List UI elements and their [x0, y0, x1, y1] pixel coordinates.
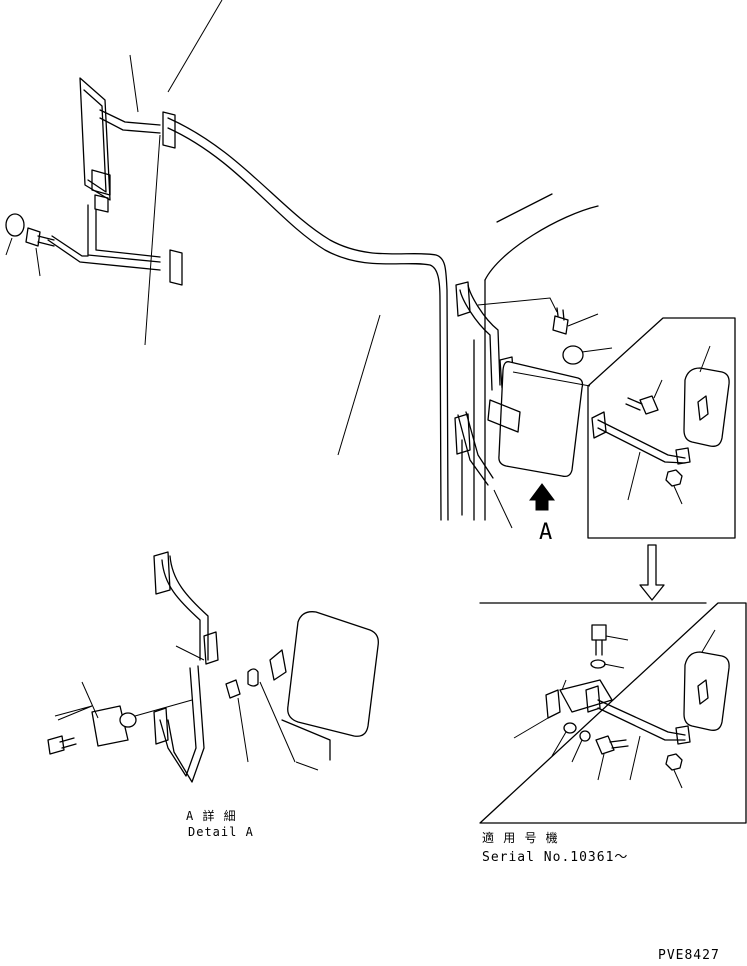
hollow-down-arrow [639, 544, 665, 601]
drawing-code: PVE8427 [658, 948, 720, 963]
inset-box-bottom [479, 602, 747, 824]
detail-title-jp: A 詳 細 [186, 809, 237, 823]
left-mirror-assembly [5, 0, 381, 456]
serial-title-en: Serial No.10361～ [482, 850, 629, 865]
serial-title-jp: 適 用 号 機 [482, 831, 559, 845]
detail-title-en: Detail A [188, 825, 254, 839]
view-direction-arrow [529, 483, 555, 511]
inset-box-top [512, 317, 736, 539]
detail-a-assembly [47, 551, 379, 783]
right-mirror-on-cab [454, 281, 613, 529]
view-marker-a: A [539, 520, 554, 545]
cab-outline [167, 117, 599, 521]
